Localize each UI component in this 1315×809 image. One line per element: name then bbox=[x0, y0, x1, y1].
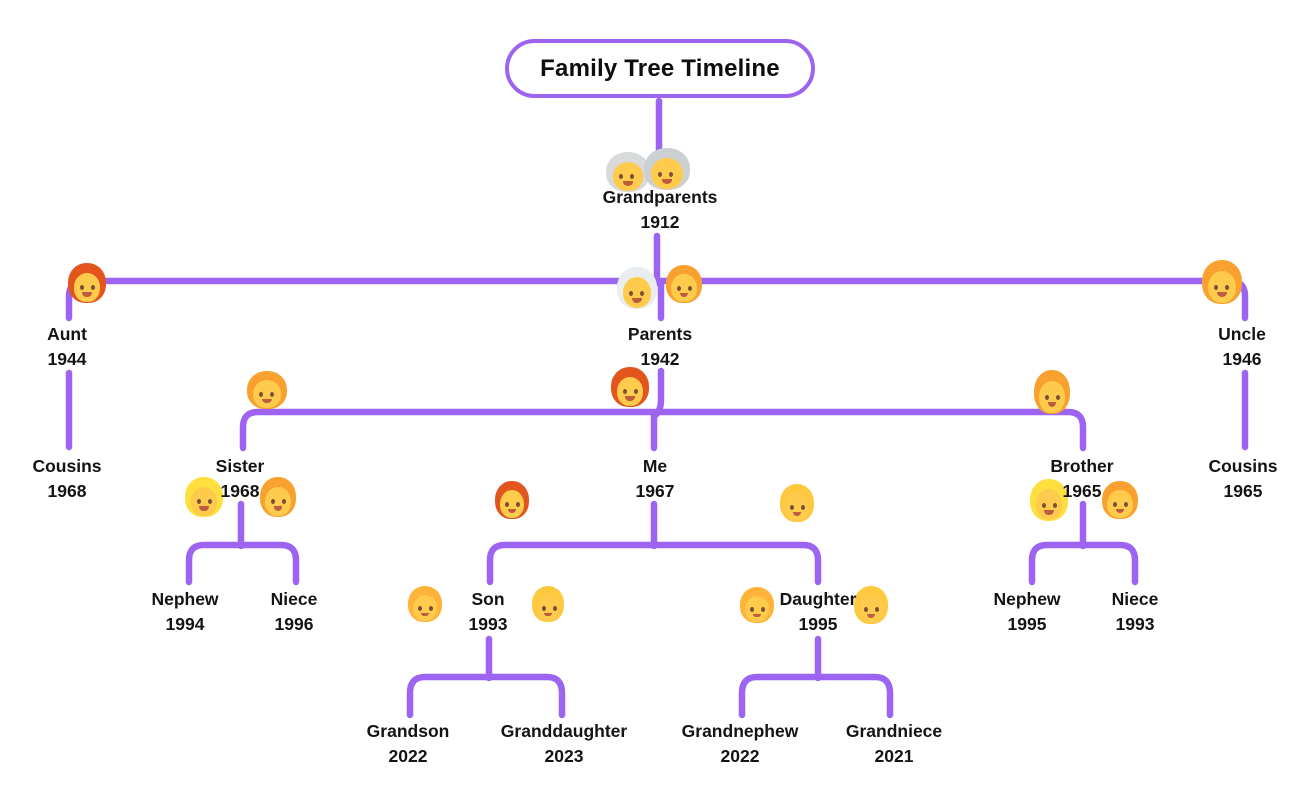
node-label: Brother bbox=[1050, 456, 1114, 476]
person-curly-hair-emoji bbox=[1202, 260, 1242, 304]
girl-emoji bbox=[854, 586, 888, 624]
woman-curly-hair-emoji bbox=[247, 371, 287, 409]
node-year: 2022 bbox=[720, 746, 760, 766]
node-year: 1967 bbox=[635, 481, 675, 501]
node-parents: Parents 1942 bbox=[628, 322, 692, 372]
node-year: 1965 bbox=[1223, 481, 1263, 501]
node-uncle: Uncle 1946 bbox=[1218, 322, 1266, 372]
node-year: 1942 bbox=[640, 349, 680, 369]
woman-emoji bbox=[260, 477, 296, 517]
old-man-emoji bbox=[644, 148, 690, 190]
link-son-children-bar bbox=[406, 673, 566, 719]
link-daughter-children-bar bbox=[738, 673, 894, 719]
person-red-hair-emoji bbox=[68, 263, 106, 303]
node-niece-right: Niece 1993 bbox=[1112, 587, 1159, 637]
node-year: 1993 bbox=[1115, 614, 1155, 634]
link-brother-children-bar bbox=[1028, 541, 1139, 586]
woman-emoji bbox=[1102, 481, 1138, 519]
node-year: 1996 bbox=[274, 614, 314, 634]
link-me-children-bar bbox=[486, 541, 822, 586]
node-year: 1968 bbox=[47, 481, 87, 501]
link-sister-children-bar bbox=[185, 541, 300, 586]
boy-emoji bbox=[740, 587, 774, 623]
node-label: Grandson bbox=[366, 721, 450, 741]
node-cousins-left: Cousins 1968 bbox=[32, 454, 101, 504]
node-grandnephew: Grandnephew 2022 bbox=[682, 719, 799, 769]
node-label: Son bbox=[471, 589, 505, 609]
node-grandson: Grandson 2022 bbox=[367, 719, 450, 769]
node-nephew-left: Nephew 1994 bbox=[151, 587, 218, 637]
node-year: 2022 bbox=[388, 746, 428, 766]
node-label: Grandparents bbox=[602, 187, 718, 207]
man-beard-emoji bbox=[1034, 370, 1070, 414]
woman-red-hair-emoji bbox=[611, 367, 649, 407]
node-label: Daughter bbox=[779, 589, 857, 609]
node-label: Me bbox=[642, 456, 668, 476]
node-year: 1968 bbox=[220, 481, 260, 501]
node-label: Nephew bbox=[993, 589, 1061, 609]
node-grandparents: Grandparents 1912 bbox=[603, 185, 718, 235]
node-sister: Sister 1968 bbox=[216, 454, 265, 504]
node-year: 1995 bbox=[1007, 614, 1047, 634]
node-label: Cousins bbox=[1208, 456, 1278, 476]
node-label: Niece bbox=[1111, 589, 1159, 609]
node-aunt: Aunt 1944 bbox=[47, 322, 87, 372]
title-node: Family Tree Timeline bbox=[505, 39, 815, 98]
node-daughter: Daughter 1995 bbox=[780, 587, 857, 637]
girl-emoji bbox=[532, 586, 564, 622]
link-siblings-bar bbox=[239, 408, 1087, 452]
node-label: Granddaughter bbox=[500, 721, 628, 741]
girl-emoji bbox=[780, 484, 814, 522]
node-niece-left: Niece 1996 bbox=[271, 587, 318, 637]
node-year: 1944 bbox=[47, 349, 87, 369]
node-label: Grandnephew bbox=[681, 721, 799, 741]
node-son: Son 1993 bbox=[469, 587, 508, 637]
node-year: 2023 bbox=[544, 746, 584, 766]
node-year: 1995 bbox=[798, 614, 838, 634]
node-nephew-right: Nephew 1995 bbox=[993, 587, 1060, 637]
old-woman-emoji bbox=[606, 152, 650, 192]
node-label: Aunt bbox=[47, 324, 87, 344]
person-red-hair-emoji bbox=[495, 481, 529, 519]
node-cousins-right: Cousins 1965 bbox=[1208, 454, 1277, 504]
link-generation2-bar bbox=[65, 277, 1249, 322]
person-blond-emoji bbox=[185, 477, 223, 517]
node-brother: Brother 1965 bbox=[1050, 454, 1113, 504]
node-year: 1912 bbox=[640, 212, 680, 232]
node-year: 1946 bbox=[1222, 349, 1262, 369]
node-year: 1994 bbox=[165, 614, 205, 634]
boy-emoji bbox=[408, 586, 442, 622]
node-me: Me 1967 bbox=[636, 454, 675, 504]
node-year: 1993 bbox=[468, 614, 508, 634]
node-year: 1965 bbox=[1062, 481, 1102, 501]
node-granddaughter: Granddaughter 2023 bbox=[501, 719, 627, 769]
node-label: Parents bbox=[627, 324, 693, 344]
node-year: 2021 bbox=[874, 746, 914, 766]
man-emoji bbox=[666, 265, 702, 303]
woman-white-hair-emoji bbox=[617, 267, 657, 309]
node-label: Sister bbox=[215, 456, 265, 476]
node-label: Nephew bbox=[151, 589, 219, 609]
person-blond-emoji bbox=[1030, 479, 1068, 521]
node-label: Cousins bbox=[32, 456, 102, 476]
diagram-title: Family Tree Timeline bbox=[540, 54, 780, 82]
node-label: Grandniece bbox=[845, 721, 943, 741]
node-label: Uncle bbox=[1218, 324, 1266, 344]
node-label: Niece bbox=[270, 589, 318, 609]
node-grandniece: Grandniece 2021 bbox=[846, 719, 942, 769]
